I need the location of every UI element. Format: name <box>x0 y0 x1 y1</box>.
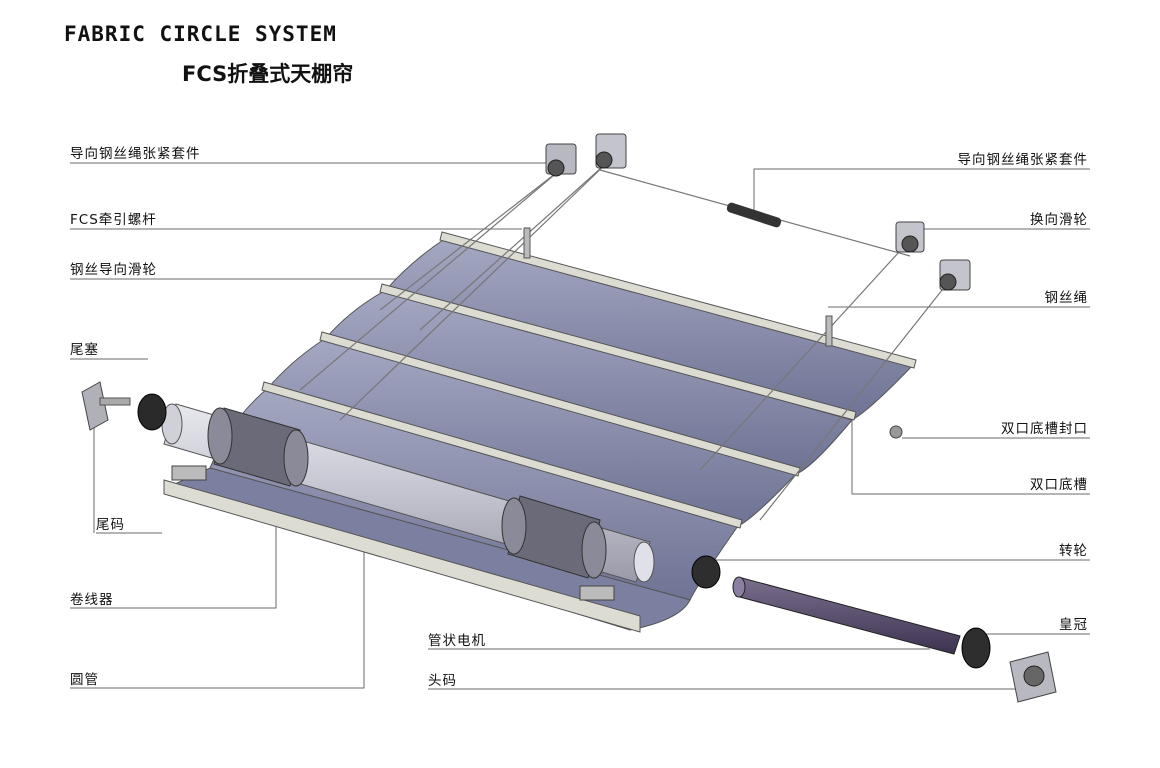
label-wire-guide-pulley: 钢丝导向滑轮 <box>70 262 157 278</box>
leader-lines-right <box>428 168 1090 690</box>
title-english: FABRIC CIRCLE SYSTEM <box>64 22 337 46</box>
label-crown: 皇冠 <box>1059 617 1088 633</box>
label-guide-wire-tension-kit-right: 导向钢丝绳张紧套件 <box>957 152 1088 168</box>
turnbuckle <box>726 202 782 228</box>
label-fcs-traction-screw: FCS牵引螺杆 <box>70 212 157 228</box>
label-end-bracket: 尾码 <box>96 517 125 533</box>
label-double-channel: 双口底槽 <box>1030 477 1088 493</box>
label-wire-rope: 钢丝绳 <box>1044 290 1088 306</box>
label-head-bracket: 头码 <box>428 673 457 689</box>
tubular-motor <box>732 576 961 655</box>
head-bracket <box>1009 651 1057 703</box>
label-end-plug: 尾塞 <box>70 342 99 358</box>
idler-wheel <box>691 555 721 589</box>
end-bracket <box>81 381 131 431</box>
guide-wires <box>299 159 951 521</box>
label-idler-wheel: 转轮 <box>1059 543 1088 559</box>
base-bracket-1 <box>171 465 207 481</box>
label-reversing-pulley: 换向滑轮 <box>1030 212 1088 228</box>
base-bracket-2 <box>579 585 615 601</box>
traction-screw-2 <box>825 315 833 347</box>
traction-screw-1 <box>523 227 531 259</box>
label-guide-wire-tension-kit-left: 导向钢丝绳张紧套件 <box>70 146 201 162</box>
end-plug <box>137 393 167 431</box>
tension-kit-left <box>545 133 627 177</box>
label-winder: 卷线器 <box>70 592 114 608</box>
rails <box>163 231 917 633</box>
winder-left <box>207 407 309 487</box>
crown <box>961 627 991 669</box>
winder-right <box>501 495 607 579</box>
channel-end-cap <box>889 425 903 439</box>
label-double-channel-end-cap: 双口底槽封口 <box>1001 421 1088 437</box>
label-round-tube: 圆管 <box>70 672 99 688</box>
title-chinese: FCS折叠式天棚帘 <box>182 62 354 86</box>
label-tubular-motor: 管状电机 <box>428 633 486 649</box>
tension-kit-right <box>895 221 971 291</box>
